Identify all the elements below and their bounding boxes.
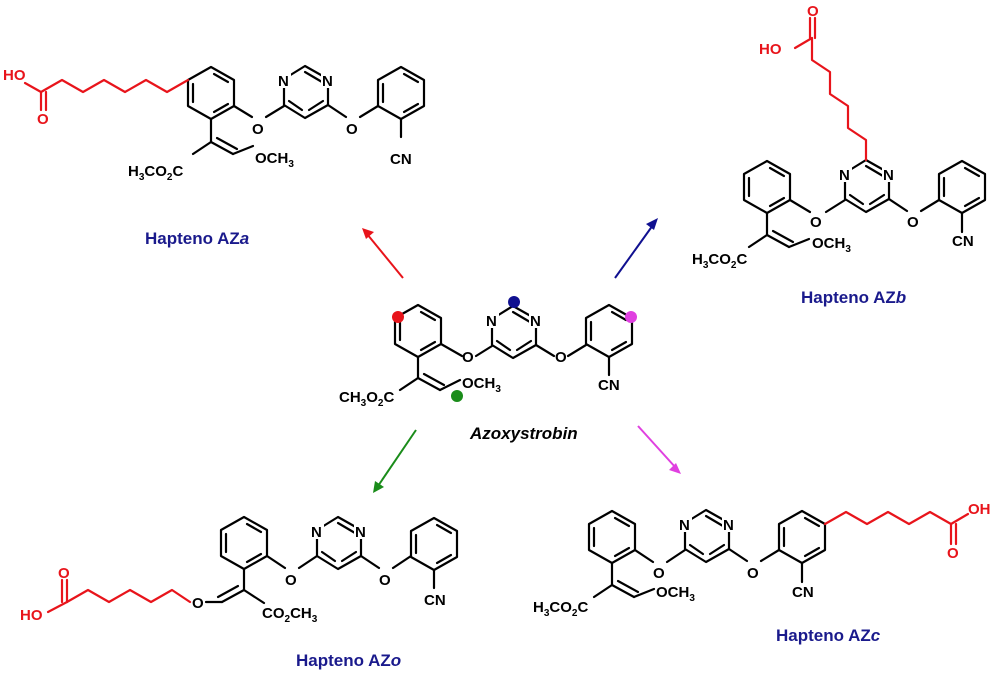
hapten-azc-structure: N N O O OCH3 H3CO2C CN OH O <box>533 501 991 619</box>
atom-o: O <box>907 214 919 231</box>
carbonyl-oxygen: O <box>37 111 49 128</box>
nitrile-label: CN <box>424 592 446 609</box>
atom-n: N <box>679 517 690 534</box>
atom-n: N <box>322 73 333 90</box>
carbonyl-oxygen: O <box>807 3 819 20</box>
atom-o: O <box>252 121 264 138</box>
atom-n: N <box>883 167 894 184</box>
atom-n: N <box>839 167 850 184</box>
methoxy-label: OCH3 <box>812 235 851 255</box>
methoxy-label: OCH3 <box>255 150 294 170</box>
hapten-azc-caption: Hapteno AZc <box>776 626 881 645</box>
atom-o: O <box>379 572 391 589</box>
ether-oxygen: O <box>192 595 204 612</box>
atom-n: N <box>486 313 497 330</box>
arrow-to-azo <box>373 429 417 493</box>
ester-label: CH3O2C <box>339 389 394 409</box>
nitrile-label: CN <box>792 584 814 601</box>
nitrile-label: CN <box>390 151 412 168</box>
arrow-to-aza <box>362 228 404 279</box>
hydroxyl-label: HO <box>3 67 26 84</box>
azoxystrobin-structure: N N O O OCH3 CH3O2C CN <box>339 296 637 409</box>
marker-red <box>392 311 404 323</box>
ester-label: H3CO2C <box>128 163 183 183</box>
methoxy-label: OCH3 <box>656 584 695 604</box>
atom-o: O <box>653 565 665 582</box>
atom-n: N <box>311 524 322 541</box>
atom-o: O <box>747 565 759 582</box>
arrow-to-azb <box>614 218 658 279</box>
arrow-to-azc <box>637 425 681 474</box>
carbonyl-oxygen: O <box>947 545 959 562</box>
hydroxyl-label: OH <box>968 501 991 518</box>
atom-n: N <box>278 73 289 90</box>
nitrile-label: CN <box>952 233 974 250</box>
hapten-azo-structure: N N O O O CO2CH3 CN HO O <box>20 515 459 625</box>
center-caption: Azoxystrobin <box>469 424 578 443</box>
atom-o: O <box>346 121 358 138</box>
hapten-aza-structure: N N O O OCH3 H3CO2C CN HO O <box>3 64 426 183</box>
methoxy-label: OCH3 <box>462 375 501 395</box>
hapten-aza-caption: Hapteno AZa <box>145 229 249 248</box>
marker-green <box>451 390 463 402</box>
hapten-azo-caption: Hapteno AZo <box>296 651 401 670</box>
atom-o: O <box>285 572 297 589</box>
atom-o: O <box>810 214 822 231</box>
atom-o: O <box>555 349 567 366</box>
carbonyl-oxygen: O <box>58 565 70 582</box>
ester-label: H3CO2C <box>533 599 588 619</box>
marker-navy <box>508 296 520 308</box>
nitrile-label: CN <box>598 377 620 394</box>
ester-label: H3CO2C <box>692 251 747 271</box>
atom-n: N <box>530 313 541 330</box>
hapten-azb-structure: N N O O OCH3 H3CO2C CN HO O <box>692 3 987 271</box>
atom-n: N <box>355 524 366 541</box>
hydroxyl-label: HO <box>20 607 43 624</box>
hapten-azb-caption: Hapteno AZb <box>801 288 906 307</box>
ester-label: CO2CH3 <box>262 605 318 625</box>
atom-n: N <box>723 517 734 534</box>
hydroxyl-label: HO <box>759 41 782 58</box>
atom-o: O <box>462 349 474 366</box>
marker-magenta <box>625 311 637 323</box>
